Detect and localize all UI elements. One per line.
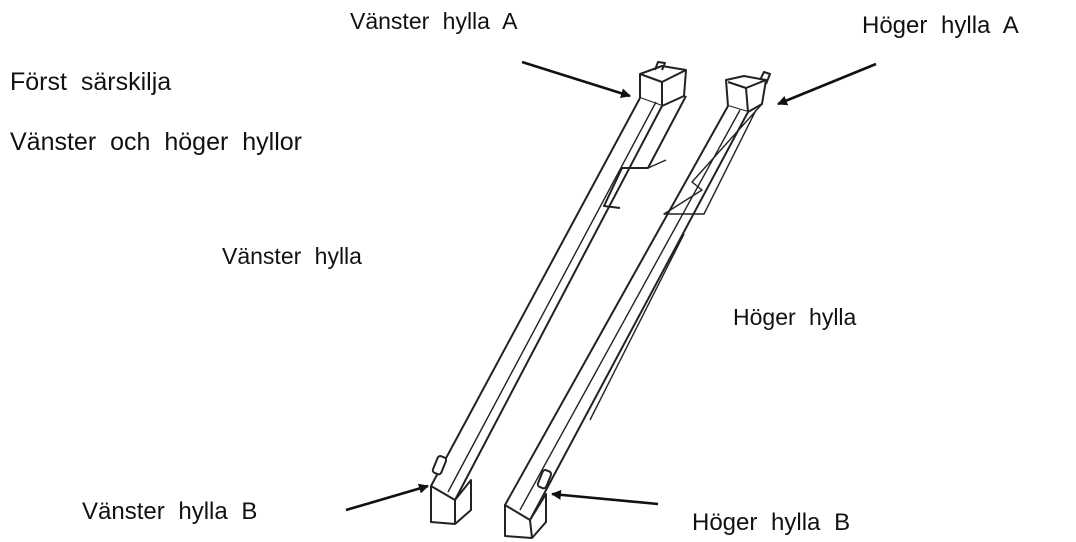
instruction-line-1: Först särskilja	[10, 68, 172, 96]
label-left-shelf-a: Vänster hylla A	[350, 8, 518, 34]
arrow-right-shelf-b	[551, 489, 659, 506]
label-right-shelf: Höger hylla	[733, 304, 857, 330]
label-left-shelf-b: Vänster hylla B	[82, 498, 258, 525]
instruction-line-2: Vänster och höger hyllor	[10, 128, 302, 156]
label-left-shelf: Vänster hylla	[222, 243, 362, 269]
arrow-right-shelf-a	[777, 62, 877, 106]
arrow-left-shelf-b	[345, 483, 429, 512]
label-right-shelf-a: Höger hylla A	[862, 12, 1019, 39]
label-right-shelf-b: Höger hylla B	[692, 509, 851, 536]
pointer-arrows	[345, 60, 877, 512]
right-shelf-drawing	[504, 71, 771, 539]
arrow-left-shelf-a	[521, 60, 631, 99]
left-shelf-drawing	[430, 61, 687, 525]
